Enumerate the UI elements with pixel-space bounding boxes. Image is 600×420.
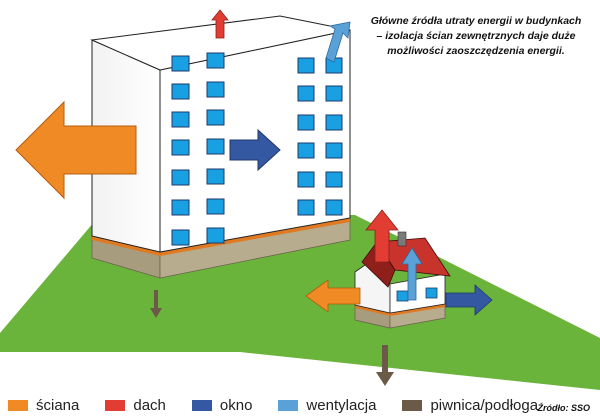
ventilation-loss-arrow-big (325, 21, 351, 63)
window (171, 111, 190, 128)
legend-label-window: okno (219, 397, 253, 414)
caption-line-2: – izolacja ścian zewnętrznych daje duże (376, 30, 576, 43)
window (206, 198, 225, 215)
window (325, 85, 343, 102)
window (171, 199, 190, 216)
window (206, 227, 225, 244)
legend-label-wall: ściana (36, 397, 80, 414)
legend-swatch-ventilation (278, 400, 299, 411)
window (206, 138, 225, 155)
window (171, 55, 190, 72)
window-loss-arrow-big (229, 128, 281, 172)
legend-label-roof: dach (133, 397, 166, 414)
window (171, 139, 190, 156)
wall-loss-arrow-small (305, 279, 361, 313)
window (171, 229, 190, 246)
window-column-left (171, 55, 190, 246)
window (206, 168, 225, 185)
basement-loss-arrow-big (150, 290, 162, 318)
window (297, 114, 315, 131)
window (325, 114, 343, 131)
window (171, 83, 190, 100)
window-column-middle (206, 52, 225, 244)
legend-item-basement: piwnica/podłoga (402, 397, 538, 414)
legend-item-roof: dach (105, 397, 166, 414)
legend-swatch-roof (105, 400, 126, 411)
legend-label-ventilation: wentylacja (306, 397, 377, 414)
window (206, 81, 225, 98)
window (325, 142, 343, 159)
source-note: Źródło: SSO (537, 403, 591, 413)
wall-loss-arrow-big (15, 100, 137, 200)
small-house-front (389, 273, 446, 314)
ventilation-loss-arrow-small (401, 247, 423, 301)
window-column-right (297, 57, 315, 216)
roof-loss-arrow-small (365, 209, 399, 263)
window (297, 142, 315, 159)
window (206, 109, 225, 126)
window (206, 52, 225, 69)
window (297, 171, 315, 188)
caption-line-3: możliwości zaoszczędzenia energii. (387, 45, 565, 58)
legend-label-basement: piwnica/podłoga (430, 397, 539, 414)
legend-swatch-wall (8, 400, 28, 411)
window (396, 290, 409, 302)
legend-swatch-basement (402, 400, 423, 411)
diagram-caption: Główne źródła utraty energii w budynkach… (360, 14, 592, 60)
legend: ściana dach okno wentylacja piwnica/podł… (8, 397, 564, 414)
window (297, 199, 315, 216)
window (425, 287, 438, 299)
window (171, 169, 190, 186)
legend-item-window: okno (191, 397, 253, 414)
roof-loss-arrow-big (211, 9, 229, 39)
window (325, 199, 343, 216)
legend-item-ventilation: wentylacja (278, 397, 376, 414)
window (325, 171, 343, 188)
basement-loss-arrow-small (376, 345, 394, 386)
window-column-far-right (325, 57, 343, 216)
legend-swatch-window (191, 400, 212, 411)
window (297, 57, 315, 74)
legend-item-wall: ściana (8, 397, 79, 414)
window (297, 85, 315, 102)
small-house-chimney (397, 231, 407, 247)
caption-line-1: Główne źródła utraty energii w budynkach (370, 15, 582, 27)
window-loss-arrow-small (445, 284, 493, 316)
